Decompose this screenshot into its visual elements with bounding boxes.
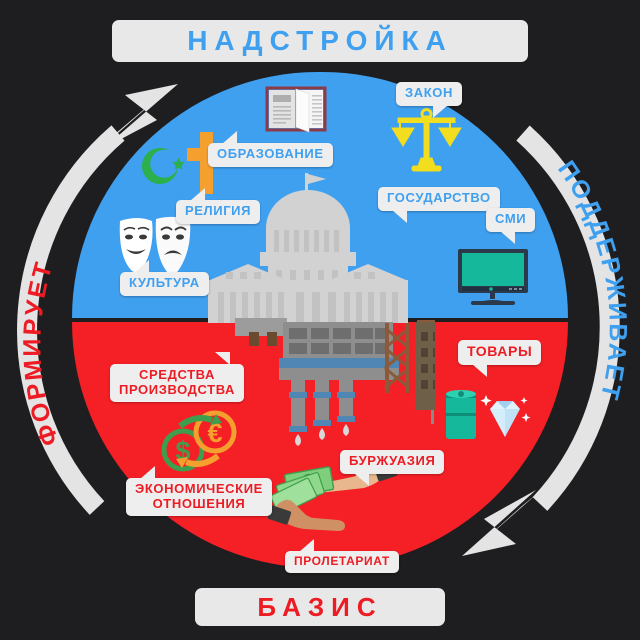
- banner-base: БАЗИС: [195, 588, 445, 626]
- callout-culture: КУЛЬТУРА: [120, 260, 209, 296]
- callout-media: СМИ: [486, 208, 536, 243]
- callout-economic-relations: ЭКОНОМИЧЕСКИЕ ОТНОШЕНИЯ: [126, 465, 272, 517]
- banner-superstructure: НАДСТРОЙКА: [112, 20, 528, 62]
- callout-means-of-production: СРЕДСТВА ПРОИЗВОДСТВА: [110, 351, 245, 403]
- can-and-diamond-icon: [446, 390, 531, 439]
- banner-base-label: БАЗИС: [257, 591, 383, 622]
- capitol-building-icon: [208, 173, 408, 323]
- banner-superstructure-label: НАДСТРОЙКА: [187, 25, 453, 56]
- scales-of-justice-icon: [391, 108, 462, 172]
- callout-education: ОБРАЗОВАНИЕ: [208, 131, 333, 167]
- crescent-moon-icon: [142, 147, 185, 184]
- callout-goods: ТОВАРЫ: [458, 340, 542, 377]
- cycle-caption-left-text: ФОРМИРУЕТ: [18, 257, 64, 449]
- callout-religion: РЕЛИГИЯ: [176, 188, 261, 224]
- television-icon: [458, 249, 528, 305]
- callout-law: ЗАКОН: [396, 82, 462, 117]
- diamond-icon: [480, 395, 531, 437]
- soda-can-icon: [446, 390, 476, 439]
- open-book-icon: [265, 86, 327, 133]
- factory-icon: [235, 318, 435, 446]
- receiving-hand-icon: [268, 499, 345, 531]
- callout-proletariat: ПРОЛЕТАРИАТ: [285, 538, 399, 574]
- money-exchange-hands-icon: $: [268, 456, 398, 531]
- svg-text:€: €: [207, 418, 222, 448]
- callout-bourgeoisie: БУРЖУАЗИЯ: [340, 450, 445, 485]
- currency-exchange-icon: $ €: [161, 410, 237, 472]
- theater-masks-icon: [119, 216, 191, 275]
- cross-and-crescent-icon: [142, 132, 226, 194]
- banknotes-icon: $: [270, 466, 335, 515]
- callout-state: ГОСУДАРСТВО: [378, 187, 500, 222]
